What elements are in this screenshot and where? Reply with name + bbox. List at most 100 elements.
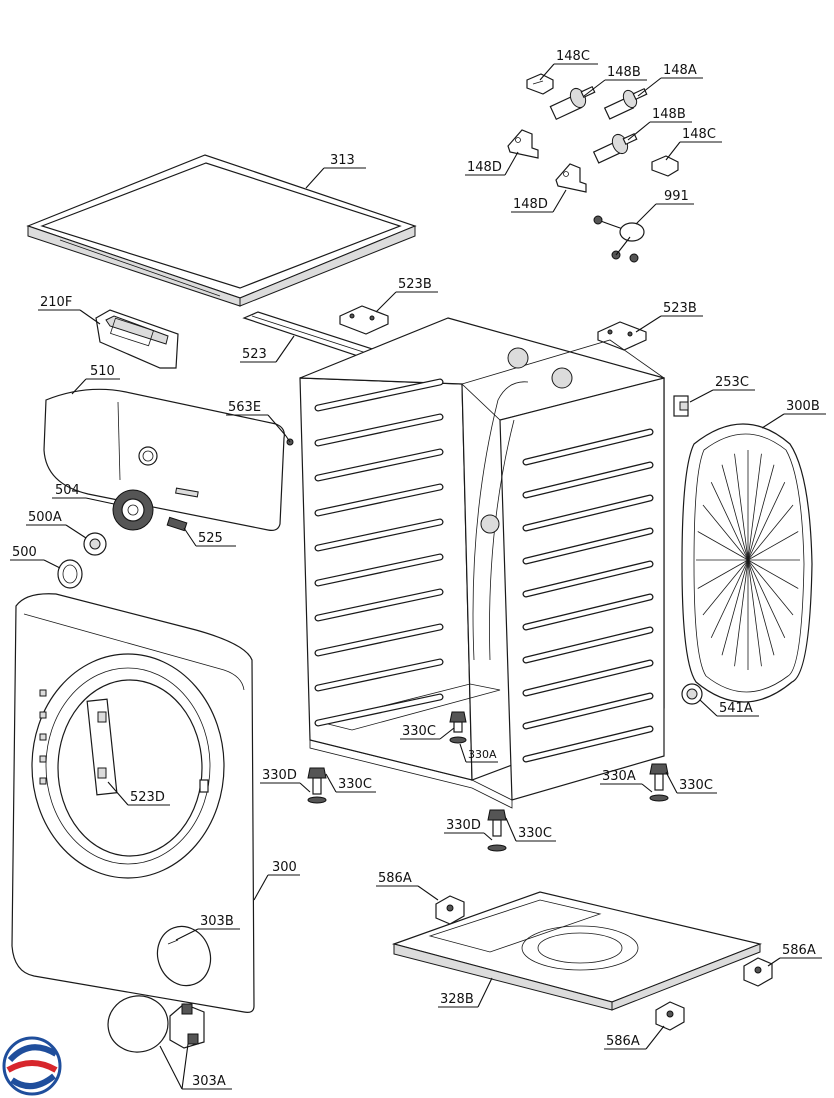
- label-313: 313: [330, 153, 355, 168]
- label-330A-right: 330A: [602, 769, 636, 784]
- callout-523: 523: [240, 335, 295, 363]
- callout-563E: 563E: [226, 400, 287, 437]
- callout-330A-right: 330A: [600, 769, 653, 793]
- callout-148D-left: 148D: [465, 151, 519, 176]
- part-523B-top-bracket: [339, 305, 389, 335]
- cover-spoke: [721, 559, 749, 656]
- label-148C-mid: 148C: [682, 127, 716, 142]
- callout-523D: 523D: [107, 781, 170, 806]
- callout-586A-bottom: 586A: [604, 1025, 665, 1050]
- part-148D-left-bracket: [507, 129, 539, 159]
- callout-303B: 303B: [175, 914, 240, 941]
- part-303B-filter-cover: [156, 925, 212, 987]
- callout-586A-right: 586A: [767, 943, 822, 967]
- left-slot-inner: [315, 624, 443, 656]
- cabinet-right-slots: [522, 428, 654, 763]
- part-300-front-panel: [11, 593, 255, 1013]
- label-330D-bottom: 330D: [446, 818, 481, 833]
- label-330A-inner: 330A: [468, 748, 497, 761]
- right-slot-inner: [523, 528, 653, 564]
- label-330C-inner: 330C: [402, 724, 436, 739]
- label-330C-bottom: 330C: [518, 826, 552, 841]
- label-504: 504: [55, 483, 80, 498]
- left-slot-inner: [315, 449, 443, 481]
- label-300: 300: [272, 860, 297, 875]
- label-330D-left: 330D: [262, 768, 297, 783]
- callout-300B: 300B: [761, 399, 826, 429]
- callout-991: 991: [635, 189, 694, 225]
- label-500: 500: [12, 545, 37, 560]
- label-300B: 300B: [786, 399, 820, 414]
- part-300B-rear-cover: [681, 423, 813, 703]
- cover-spoke: [734, 453, 749, 561]
- cover-spoke: [747, 559, 762, 667]
- cover-spoke: [747, 559, 794, 616]
- callout-148C-mid: 148C: [665, 127, 722, 161]
- callout-330D-left: 330D: [260, 768, 311, 793]
- right-slot-inner: [523, 726, 653, 762]
- label-500A: 500A: [28, 510, 62, 525]
- label-330C-right: 330C: [679, 778, 713, 793]
- cover-spoke: [697, 559, 749, 589]
- part-148A-valve: [603, 87, 648, 120]
- part-313-top-lid: [26, 154, 417, 307]
- callout-525: 525: [183, 527, 236, 547]
- feet-group: [307, 711, 669, 852]
- callout-313: 313: [305, 153, 366, 189]
- callout-330C-left: 330C: [325, 773, 376, 793]
- label-586A-right: 586A: [782, 943, 816, 958]
- callout-303A: 303A: [159, 1043, 232, 1090]
- part-303A-filter-assembly: [107, 995, 205, 1053]
- callout-330C-bottom: 330C: [505, 817, 556, 842]
- part-253C-hinge: [673, 395, 689, 417]
- label-328B: 328B: [440, 992, 474, 1007]
- callout-523B-top: 523B: [375, 277, 438, 313]
- part-210F-dispenser-housing: [95, 309, 179, 369]
- part-991-hose-connector: [593, 215, 645, 263]
- label-525: 525: [198, 531, 223, 546]
- label-210F: 210F: [40, 295, 72, 310]
- cover-spoke: [747, 453, 762, 561]
- label-253C: 253C: [715, 375, 749, 390]
- cover-spoke: [747, 531, 799, 561]
- left-slot-inner: [315, 659, 443, 691]
- callout-300: 300: [253, 860, 300, 901]
- cover-spoke: [702, 559, 749, 616]
- part-523B-right-bracket: [597, 321, 647, 351]
- callout-210F: 210F: [38, 295, 101, 325]
- label-148B-mid: 148B: [652, 107, 686, 122]
- callout-253C: 253C: [689, 375, 755, 403]
- cover-spoke: [747, 559, 799, 589]
- callout-500A: 500A: [26, 510, 87, 539]
- label-541A: 541A: [719, 701, 753, 716]
- brand-swirl-logo: [2, 1036, 62, 1096]
- part-586A-bottom-foot: [655, 1001, 685, 1031]
- part-525-connector: [166, 516, 188, 532]
- label-563E: 563E: [228, 400, 261, 415]
- part-148C-top-clip: [526, 73, 554, 95]
- callout-330C-right: 330C: [665, 771, 717, 794]
- part-563E-screw: [285, 435, 294, 446]
- right-slot-inner: [523, 660, 653, 696]
- cover-spoke: [710, 559, 749, 638]
- callout-148D-bottom: 148D: [511, 189, 567, 213]
- label-148B-top: 148B: [607, 65, 641, 80]
- part-541A-nut: [681, 683, 703, 705]
- left-slot-inner: [315, 589, 443, 621]
- label-303B: 303B: [200, 914, 234, 929]
- foot-inner-330A: [449, 736, 467, 744]
- label-303A: 303A: [192, 1074, 226, 1089]
- callout-523B-right: 523B: [635, 301, 703, 333]
- part-500A-knob: [83, 532, 107, 556]
- part-504-knob-ring: [112, 489, 154, 531]
- callout-148B-top: 148B: [583, 65, 647, 97]
- label-586A-bottom: 586A: [606, 1034, 640, 1049]
- cover-spoke: [734, 559, 749, 667]
- left-slot-inner: [315, 379, 443, 411]
- cover-spoke: [710, 482, 749, 561]
- part-148D-bottom-bracket: [555, 163, 587, 193]
- callout-330D-bottom: 330D: [444, 818, 493, 841]
- callout-148A: 148A: [637, 63, 703, 97]
- foot-right-330A: [649, 763, 669, 802]
- part-510-control-panel: [43, 388, 285, 531]
